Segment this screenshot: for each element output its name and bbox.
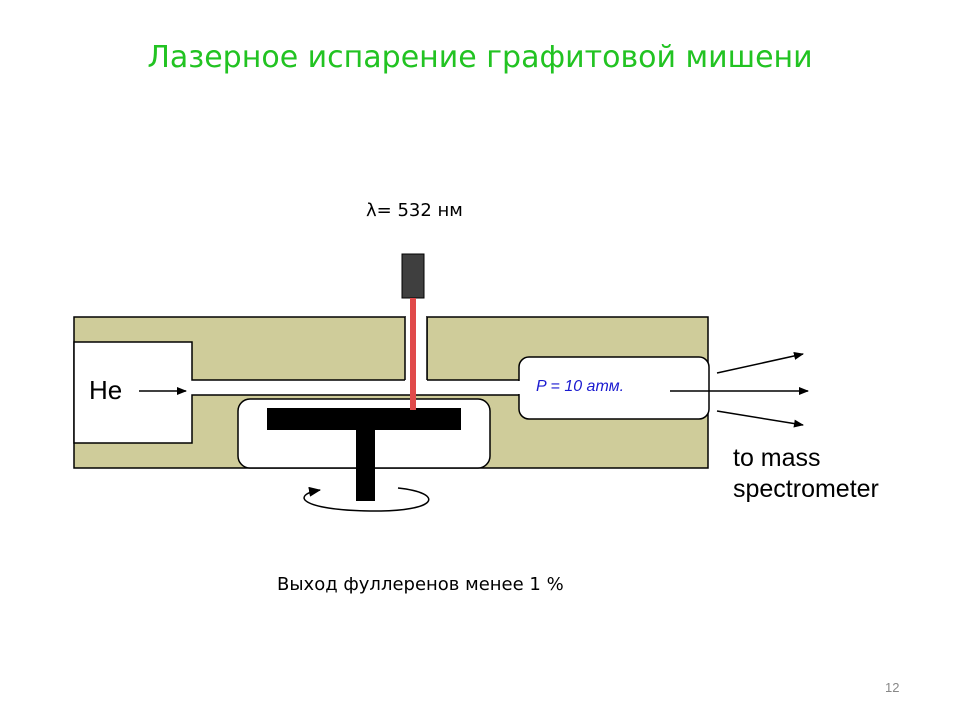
pressure-label: P = 10 атм. bbox=[536, 378, 624, 395]
output-label-line1: to mass bbox=[733, 444, 821, 472]
rotation-arrow bbox=[303, 486, 430, 512]
slide-number: 12 bbox=[885, 680, 900, 695]
laser-head bbox=[401, 253, 425, 299]
laser-beam bbox=[410, 298, 416, 410]
graphite-target bbox=[267, 408, 461, 430]
yield-text: Выход фуллеренов менее 1 % bbox=[277, 574, 564, 595]
target-rod bbox=[356, 430, 375, 501]
slide-title: Лазерное испарение графитовой мишени bbox=[147, 40, 813, 75]
outflow-arrow-up bbox=[716, 352, 804, 374]
outflow-arrow-down bbox=[716, 410, 804, 428]
output-label-line2: spectrometer bbox=[733, 475, 879, 503]
he-label: He bbox=[89, 375, 122, 405]
wavelength-label: λ= 532 нм bbox=[366, 200, 463, 221]
